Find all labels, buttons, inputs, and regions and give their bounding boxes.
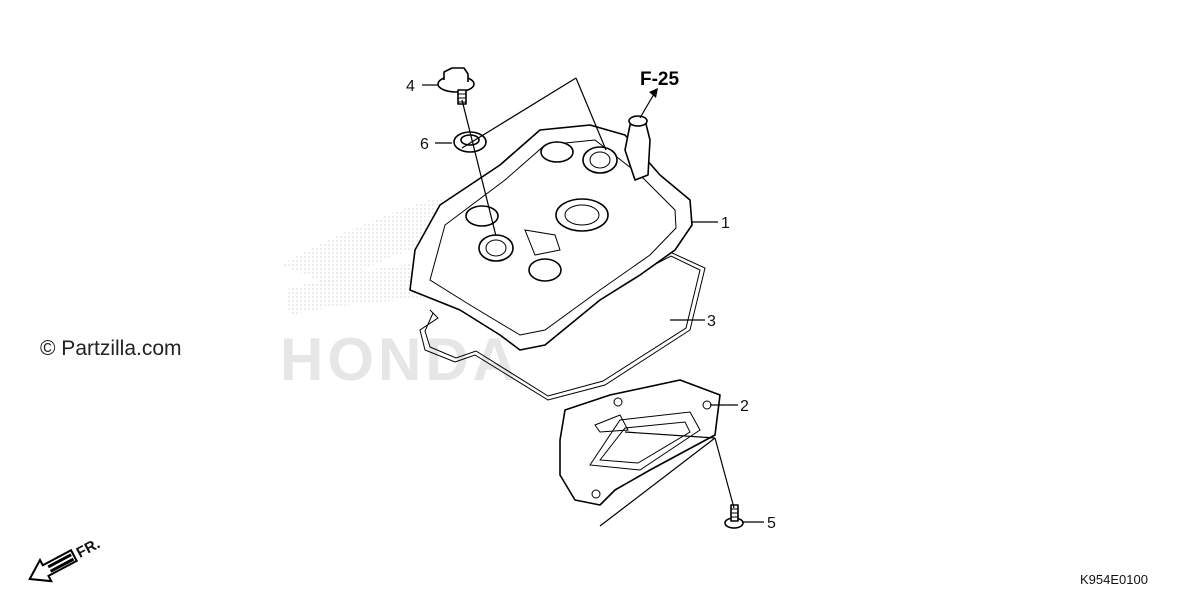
- callout-1[interactable]: 1: [721, 215, 730, 232]
- callout-3[interactable]: 3: [707, 313, 716, 330]
- up-arrow-icon: [649, 88, 658, 98]
- breather-plate[interactable]: [559, 379, 721, 506]
- cylinder-head-cover[interactable]: [409, 115, 693, 351]
- callout-6[interactable]: 6: [420, 136, 429, 153]
- diagram-code: K954E0100: [1080, 572, 1148, 587]
- callout-5[interactable]: 5: [767, 515, 776, 532]
- partzilla-watermark: © Partzilla.com: [40, 337, 182, 360]
- reference-label[interactable]: F-25: [640, 69, 680, 90]
- honda-logo-text: HONDA: [280, 326, 520, 393]
- callout-2[interactable]: 2: [740, 398, 749, 415]
- bolt[interactable]: [437, 67, 475, 105]
- fr-direction-label: FR.: [74, 535, 103, 561]
- fr-arrow-icon: FR.: [28, 535, 103, 583]
- leader-lines: [422, 77, 764, 527]
- plate-bolt[interactable]: [724, 504, 744, 529]
- seal-washer[interactable]: [453, 131, 487, 153]
- callout-4[interactable]: 4: [406, 78, 415, 95]
